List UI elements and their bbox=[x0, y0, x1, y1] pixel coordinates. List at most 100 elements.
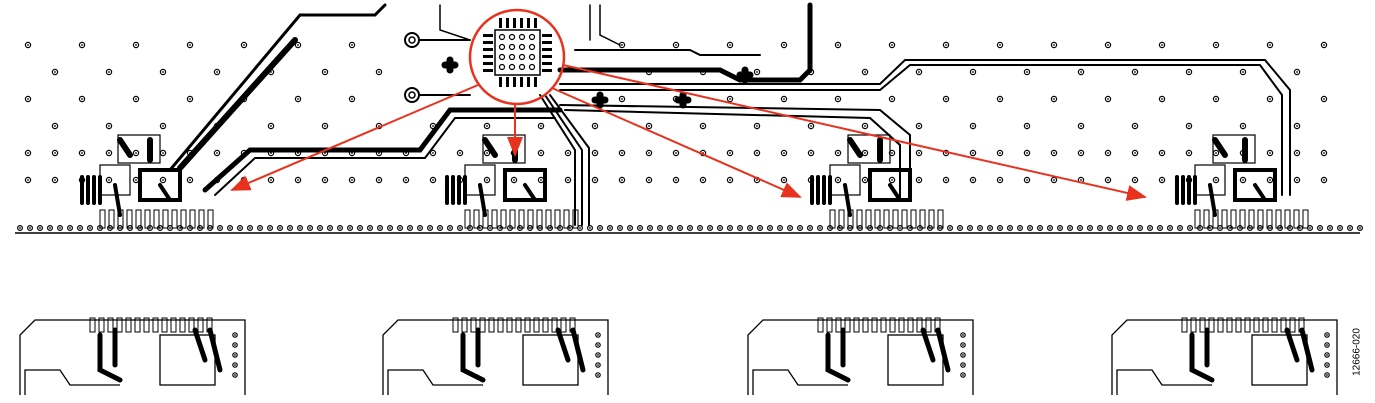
via bbox=[595, 352, 601, 358]
via bbox=[159, 176, 167, 184]
via-hole bbox=[1269, 98, 1271, 100]
via-hole bbox=[189, 98, 191, 100]
thermal-via bbox=[528, 63, 536, 71]
ic-pin bbox=[534, 77, 537, 87]
via bbox=[78, 149, 86, 157]
via bbox=[51, 176, 59, 184]
via-hole bbox=[108, 125, 110, 127]
ic-pin bbox=[483, 48, 493, 51]
via-hole bbox=[159, 227, 161, 229]
via-hole bbox=[459, 227, 461, 229]
via bbox=[348, 176, 356, 184]
via bbox=[1239, 122, 1247, 130]
via-hole bbox=[1209, 227, 1211, 229]
via bbox=[618, 95, 626, 103]
connector-pin bbox=[134, 317, 141, 333]
board-outline bbox=[382, 319, 609, 395]
via bbox=[888, 41, 896, 49]
via-hole bbox=[1059, 227, 1061, 229]
via bbox=[105, 68, 113, 76]
via bbox=[1166, 225, 1173, 232]
connector-pin bbox=[161, 317, 168, 333]
via bbox=[726, 149, 734, 157]
via-hole bbox=[279, 227, 281, 229]
via-hole bbox=[889, 227, 891, 229]
via bbox=[1156, 225, 1163, 232]
via-hole bbox=[351, 179, 353, 181]
via bbox=[321, 68, 329, 76]
via-hole bbox=[1109, 227, 1111, 229]
via bbox=[888, 95, 896, 103]
via bbox=[36, 225, 43, 232]
via-hole bbox=[597, 344, 599, 346]
via bbox=[277, 225, 284, 232]
via bbox=[746, 225, 753, 232]
ic-pin bbox=[534, 18, 537, 28]
connector-pin bbox=[509, 209, 516, 229]
component-outline bbox=[887, 334, 944, 386]
via bbox=[51, 68, 59, 76]
via bbox=[1116, 225, 1123, 232]
via bbox=[337, 225, 344, 232]
via-hole bbox=[329, 227, 331, 229]
via bbox=[956, 225, 963, 232]
via-hole bbox=[1080, 125, 1082, 127]
via bbox=[387, 225, 394, 232]
via-hole bbox=[1242, 71, 1244, 73]
via-hole bbox=[270, 125, 272, 127]
connector-pin bbox=[545, 209, 552, 229]
via-hole bbox=[89, 227, 91, 229]
component-trace bbox=[1212, 137, 1248, 163]
trace bbox=[24, 369, 120, 395]
via-hole bbox=[621, 98, 623, 100]
via-hole bbox=[969, 227, 971, 229]
via-hole bbox=[216, 152, 218, 154]
via-hole bbox=[319, 227, 321, 229]
via bbox=[132, 149, 140, 157]
via bbox=[105, 122, 113, 130]
via-hole bbox=[837, 44, 839, 46]
via bbox=[159, 68, 167, 76]
via-hole bbox=[729, 179, 731, 181]
via bbox=[321, 122, 329, 130]
via-hole bbox=[945, 179, 947, 181]
via bbox=[816, 225, 823, 232]
thermal-via bbox=[518, 33, 526, 41]
via bbox=[375, 176, 383, 184]
via bbox=[915, 176, 923, 184]
via bbox=[996, 95, 1004, 103]
via-hole bbox=[229, 227, 231, 229]
via bbox=[969, 68, 977, 76]
via-hole bbox=[1319, 227, 1321, 229]
connector-pin bbox=[910, 209, 917, 229]
ic-pin bbox=[542, 34, 552, 37]
component-trace bbox=[482, 137, 518, 163]
via-hole bbox=[1329, 227, 1331, 229]
pin-trace bbox=[457, 175, 461, 205]
via bbox=[1316, 225, 1323, 232]
via bbox=[834, 95, 842, 103]
ic-pin bbox=[483, 69, 493, 72]
via-hole bbox=[1134, 71, 1136, 73]
connector-pin bbox=[533, 317, 540, 333]
via bbox=[1239, 68, 1247, 76]
via-hole bbox=[729, 44, 731, 46]
connector-pin bbox=[1194, 209, 1201, 229]
ic-pin bbox=[483, 34, 493, 37]
via-hole bbox=[918, 179, 920, 181]
via-hole bbox=[324, 179, 326, 181]
connector-pin bbox=[99, 209, 106, 229]
via bbox=[232, 342, 238, 348]
via bbox=[618, 176, 626, 184]
via bbox=[834, 149, 842, 157]
via-hole bbox=[621, 44, 623, 46]
via bbox=[1266, 149, 1274, 157]
connector-pin bbox=[542, 317, 549, 333]
via bbox=[232, 362, 238, 368]
connector-pin bbox=[207, 209, 214, 229]
via-hole bbox=[1099, 227, 1101, 229]
via bbox=[591, 176, 599, 184]
via bbox=[753, 122, 761, 130]
highlight-circle bbox=[468, 8, 566, 106]
via bbox=[297, 225, 304, 232]
